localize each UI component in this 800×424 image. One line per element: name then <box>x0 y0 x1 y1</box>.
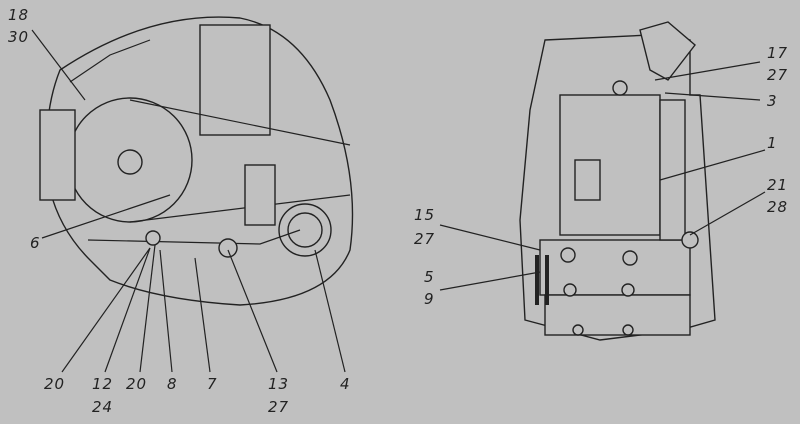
callout-27-a: 27 <box>268 398 290 416</box>
callout-9: 9 <box>424 290 435 308</box>
callout-17: 17 <box>767 44 789 62</box>
callout-27-b: 27 <box>767 66 789 84</box>
callout-5: 5 <box>424 268 435 286</box>
callout-15: 15 <box>414 206 436 224</box>
callout-18: 18 <box>8 6 30 24</box>
callout-8: 8 <box>167 375 178 393</box>
callout-24: 24 <box>92 398 114 416</box>
callout-4: 4 <box>340 375 351 393</box>
callout-13: 13 <box>268 375 290 393</box>
left-assembly <box>31 16 354 373</box>
callout-28: 28 <box>767 198 789 216</box>
callout-21: 21 <box>767 176 789 194</box>
callout-6: 6 <box>30 234 41 252</box>
callout-3: 3 <box>767 92 778 110</box>
callout-27-c: 27 <box>414 230 436 248</box>
callout-20-b: 20 <box>126 375 148 393</box>
callout-30: 30 <box>8 28 30 46</box>
callout-1: 1 <box>767 134 778 152</box>
right-assembly <box>439 21 766 341</box>
callout-7: 7 <box>207 375 218 393</box>
callout-20-a: 20 <box>44 375 66 393</box>
callout-12: 12 <box>92 375 114 393</box>
